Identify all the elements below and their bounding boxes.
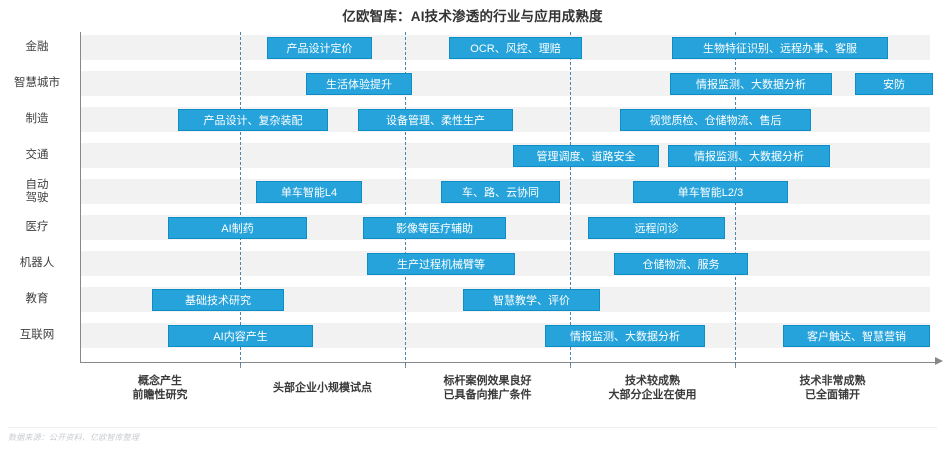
y-axis-label-line: 金融 <box>25 41 49 53</box>
maturity-bar[interactable]: 情报监测、大数据分析 <box>545 324 705 347</box>
y-axis-label-智慧城市: 智慧城市 <box>0 77 74 90</box>
maturity-bar[interactable]: 生产过程机械臂等 <box>367 252 515 275</box>
maturity-bar[interactable]: 生活体验提升 <box>306 72 412 95</box>
footer-divider <box>8 427 937 428</box>
maturity-bar[interactable]: 远程问诊 <box>588 216 725 239</box>
maturity-bar[interactable]: 基础技术研究 <box>152 288 284 311</box>
maturity-bar[interactable]: 车、路、云协同 <box>441 180 560 203</box>
x-axis-stage-3: 标杆案例效果良好已具备向推广条件 <box>403 374 573 402</box>
y-axis-label-自动驾驶: 自动驾驶 <box>0 179 74 205</box>
maturity-bar[interactable]: 智慧教学、评价 <box>463 288 600 311</box>
x-axis-stage-line1: 头部企业小规模试点 <box>273 382 372 394</box>
maturity-bar[interactable]: 设备管理、柔性生产 <box>358 108 513 131</box>
y-axis-label-line: 智慧城市 <box>14 77 60 89</box>
y-axis-label-line: 自动 <box>25 178 49 191</box>
gridline-3 <box>570 32 571 365</box>
y-axis-label-line: 医疗 <box>25 221 49 233</box>
x-axis-stage-4: 技术较成熟大部分企业在使用 <box>568 374 738 402</box>
maturity-bar[interactable]: AI制药 <box>168 216 307 239</box>
maturity-bar[interactable]: 情报监测、大数据分析 <box>670 72 832 95</box>
x-axis-stage-1: 概念产生前瞻性研究 <box>75 374 245 402</box>
x-axis-stage-line1: 技术非常成熟 <box>799 375 866 387</box>
gridline-2 <box>405 32 406 365</box>
maturity-bar[interactable]: AI内容产生 <box>168 324 313 347</box>
y-axis-label-金融: 金融 <box>0 41 74 54</box>
y-axis-label-交通: 交通 <box>0 149 74 162</box>
y-axis-label-line: 交通 <box>25 149 49 161</box>
maturity-bar[interactable]: 情报监测、大数据分析 <box>668 144 830 167</box>
maturity-bar[interactable]: 生物特征识别、远程办事、客服 <box>672 36 888 59</box>
x-axis-stage-line2: 已全面铺开 <box>805 389 860 401</box>
x-axis-tick-4 <box>735 362 736 368</box>
x-axis-stage-line1: 概念产生 <box>138 375 182 387</box>
maturity-bar[interactable]: 产品设计、复杂装配 <box>178 108 328 131</box>
y-axis-label-line: 驾驶 <box>25 191 49 204</box>
x-axis-stage-line1: 标杆案例效果良好 <box>443 375 532 387</box>
x-axis-stage-5: 技术非常成熟已全面铺开 <box>748 374 918 402</box>
maturity-bar[interactable]: 单车智能L4 <box>256 180 362 203</box>
maturity-bar[interactable]: OCR、风控、理赔 <box>449 36 582 59</box>
maturity-bar[interactable]: 客户触达、智慧营销 <box>783 324 930 347</box>
x-axis-stage-line1: 技术较成熟 <box>625 375 680 387</box>
y-axis-label-line: 制造 <box>25 113 49 125</box>
x-axis-stage-line2: 前瞻性研究 <box>132 389 188 401</box>
maturity-bar[interactable]: 影像等医疗辅助 <box>363 216 506 239</box>
maturity-bar[interactable]: 管理调度、道路安全 <box>513 144 659 167</box>
x-axis-stage-line2: 大部分企业在使用 <box>608 389 697 401</box>
gridline-1 <box>240 32 241 365</box>
y-axis-label-制造: 制造 <box>0 113 74 126</box>
maturity-bar[interactable]: 产品设计定价 <box>267 36 372 59</box>
y-axis-line <box>80 32 81 363</box>
maturity-bar[interactable]: 安防 <box>855 72 933 95</box>
x-axis-tick-3 <box>570 362 571 368</box>
y-axis-label-line: 机器人 <box>19 257 55 269</box>
x-axis-stage-line2: 已具备向推广条件 <box>443 389 532 401</box>
y-axis-label-line: 互联网 <box>19 329 55 341</box>
chart-title: 亿欧智库：AI技术渗透的行业与应用成熟度 <box>342 9 603 24</box>
y-axis-label-医疗: 医疗 <box>0 221 74 234</box>
maturity-bar[interactable]: 单车智能L2/3 <box>633 180 788 203</box>
x-axis-tick-2 <box>405 362 406 368</box>
maturity-bar[interactable]: 仓储物流、服务 <box>614 252 748 275</box>
y-axis-label-教育: 教育 <box>0 293 74 306</box>
x-axis-line <box>80 362 938 363</box>
x-axis-stage-2: 头部企业小规模试点 <box>238 381 408 395</box>
x-axis-arrow-icon <box>935 357 943 365</box>
y-axis-label-line: 教育 <box>25 293 49 305</box>
x-axis-tick-1 <box>240 362 241 368</box>
y-axis-label-互联网: 互联网 <box>0 329 74 342</box>
y-axis-label-机器人: 机器人 <box>0 257 74 270</box>
source-note: 数据来源：公开资料、亿欧智库整理 <box>8 433 140 442</box>
maturity-bar[interactable]: 视觉质检、仓储物流、售后 <box>620 108 811 131</box>
